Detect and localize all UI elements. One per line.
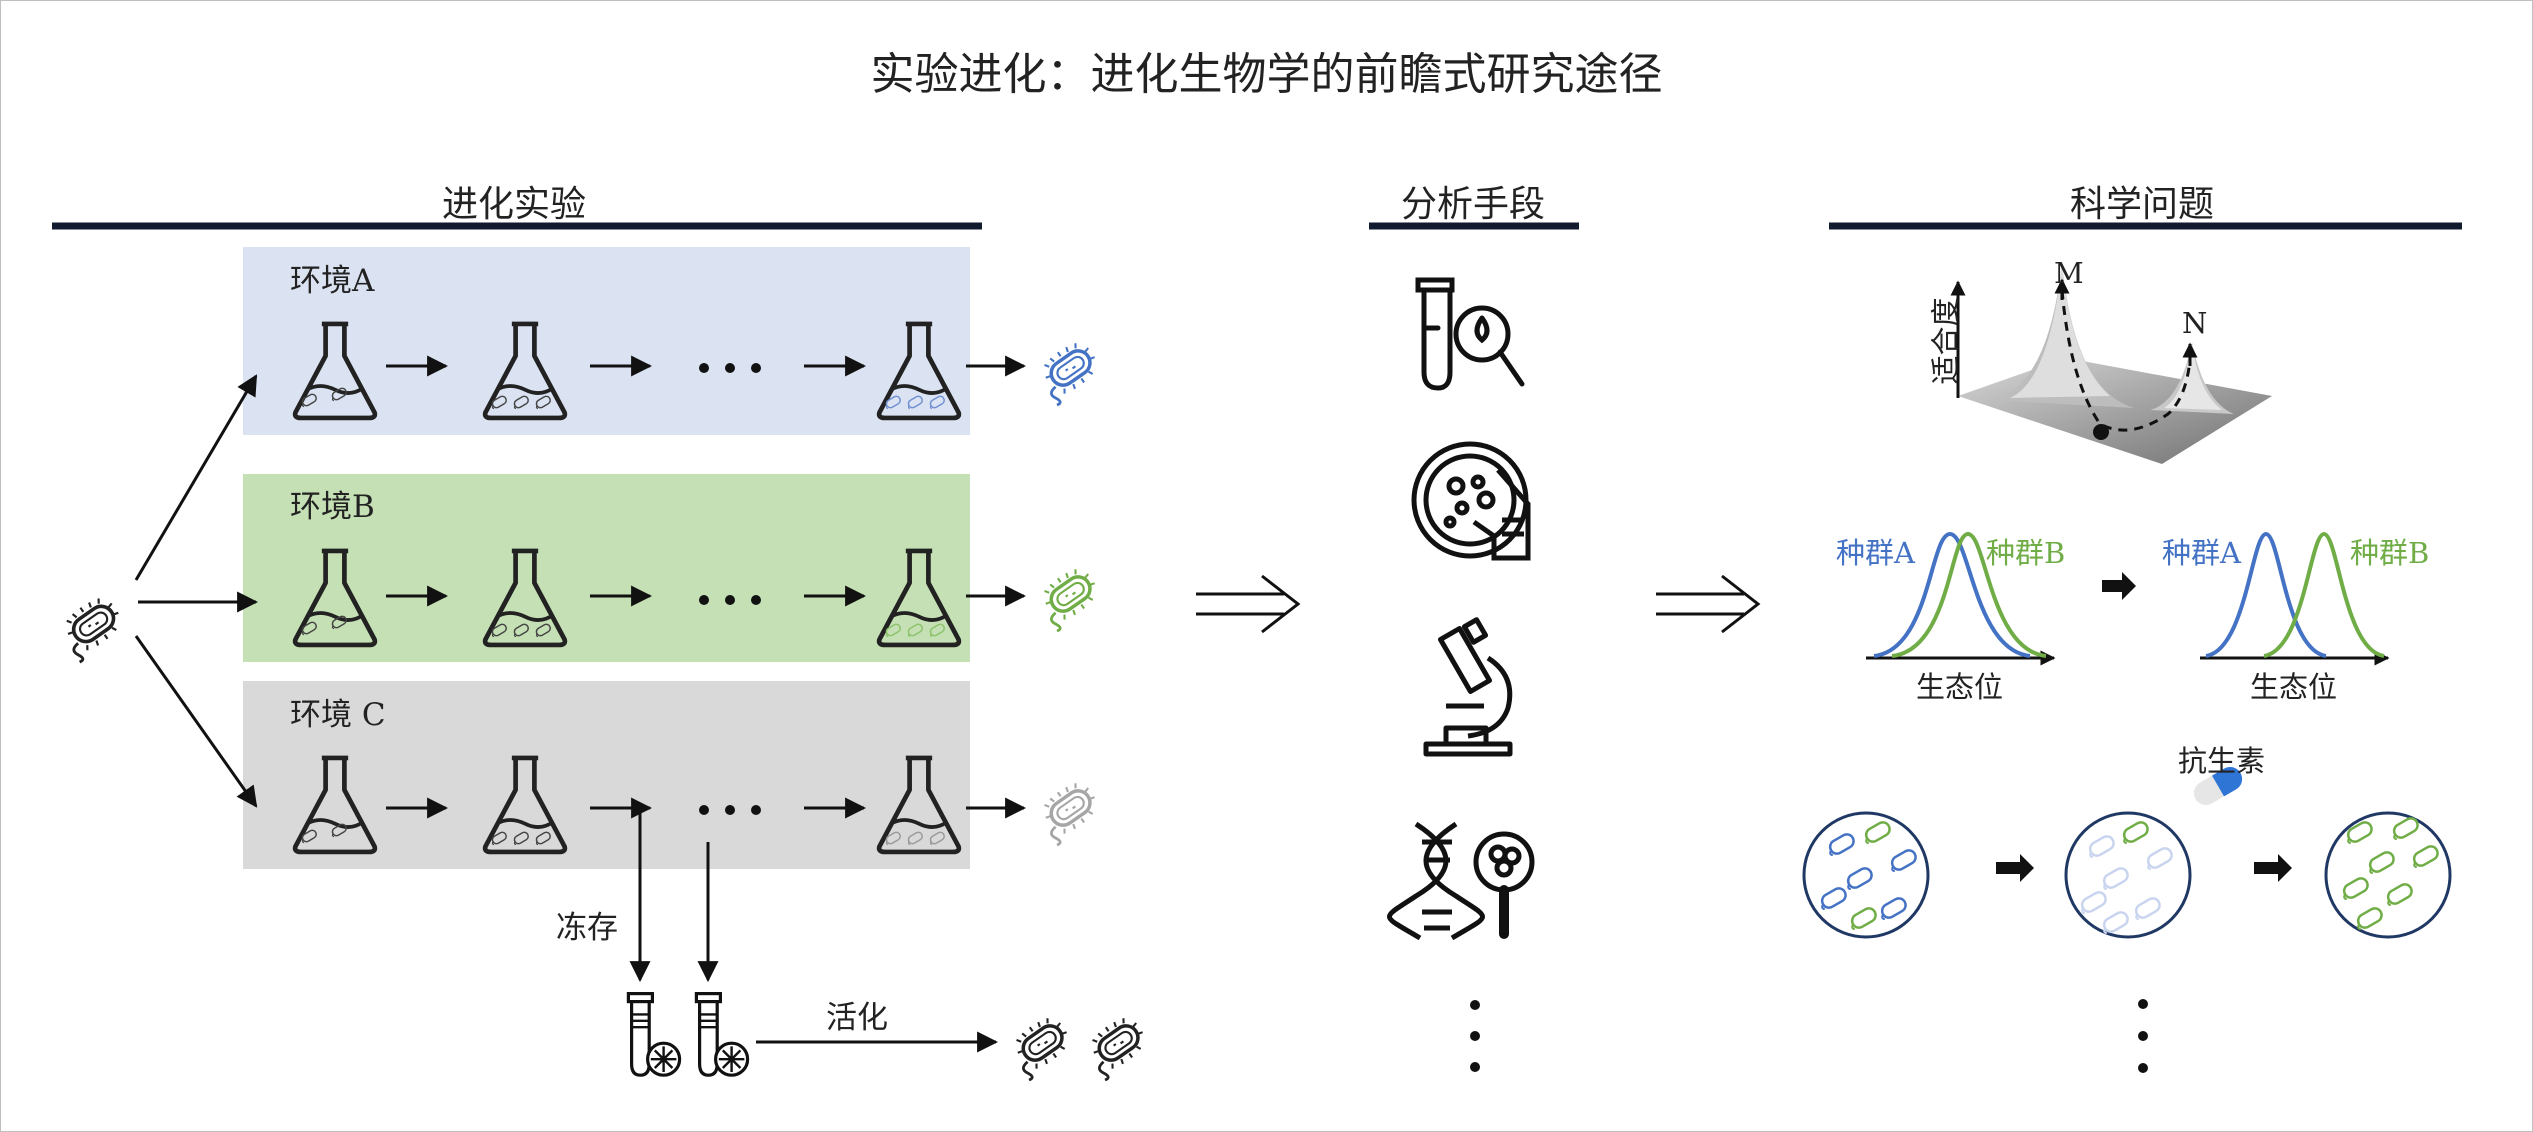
cryo-tube-icon (694, 991, 750, 1077)
niche-chart-overlap (1866, 531, 2056, 666)
flow-arrow-to-questions (1656, 574, 1761, 634)
landscape-ylabel: 适合度 (1928, 297, 1963, 385)
antibiotic-capsule-icon (2193, 766, 2243, 805)
dish-mixed (1802, 811, 1930, 939)
niche-pop-a-label-1: 种群A (1836, 536, 1915, 570)
revived-bacterium-icon (1086, 1012, 1151, 1080)
petri-dish-hand-icon (1411, 441, 1531, 561)
antibiotic-label: 抗生素 (2178, 744, 2266, 778)
revive-label: 活化 (826, 1000, 888, 1036)
analysis-more-dots (1470, 1000, 1480, 1072)
selection-arrow-1 (1996, 854, 2034, 882)
evolved-bacterium-a-icon (1036, 334, 1106, 407)
dna-magnifier-icon (1387, 821, 1535, 941)
niche-pop-b-label-1: 种群B (1986, 536, 2066, 570)
section-title-analysis: 分析手段 (1401, 184, 1546, 225)
evolved-bacterium-b-icon (1036, 560, 1106, 633)
fitness-landscape (1950, 262, 2272, 464)
niche-xlabel-2: 生态位 (2250, 670, 2338, 704)
environment-label-c: 环境 C (290, 697, 386, 733)
microscope-icon (1423, 617, 1513, 757)
niche-shift-arrow (2102, 572, 2136, 600)
peak-label-n: N (2182, 306, 2208, 340)
lineage-row-b (295, 551, 1106, 645)
niche-pop-a-label-2: 种群A (2162, 536, 2241, 570)
environment-panel-c (243, 681, 970, 869)
dish-antibiotic (2064, 811, 2192, 939)
cryo-tube-icon (626, 991, 682, 1077)
selection-arrow-2 (2254, 854, 2292, 882)
flow-arrow-to-analysis (1196, 574, 1301, 634)
niche-chart-separated (2200, 531, 2390, 666)
questions-more-dots (2138, 999, 2148, 1073)
niche-pop-b-label-2: 种群B (2350, 536, 2430, 570)
dish-resistant (2324, 811, 2452, 939)
ancestor-bacterium-icon (60, 592, 127, 662)
freeze-label: 冻存 (556, 910, 618, 946)
environment-panel-b (243, 474, 970, 662)
evolved-bacterium-c-icon (1036, 774, 1106, 847)
freeze-arrows (629, 808, 719, 983)
lineage-row-a (295, 324, 1106, 418)
branch-arrows (134, 374, 259, 808)
niche-xlabel-1: 生态位 (1916, 670, 2004, 704)
revived-bacterium-icon (1010, 1012, 1075, 1080)
environment-label-b: 环境B (290, 489, 375, 525)
environment-label-a: 环境A (290, 263, 375, 299)
section-title-questions: 科学问题 (2070, 184, 2215, 225)
test-tube-magnifier-icon (1415, 277, 1525, 391)
peak-label-m: M (2054, 256, 2084, 290)
figure-title: 实验进化：进化生物学的前瞻式研究途径 (870, 49, 1663, 100)
environment-panel-a (243, 247, 970, 435)
section-title-experiment: 进化实验 (442, 184, 587, 225)
